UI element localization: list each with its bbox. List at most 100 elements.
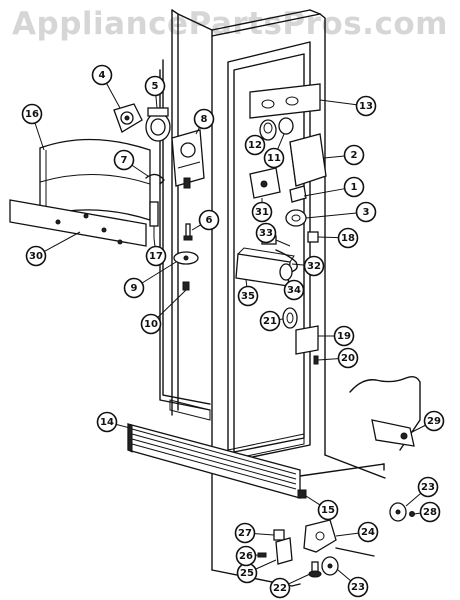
callout-leader-line bbox=[413, 512, 421, 515]
callout-leader-line bbox=[303, 188, 345, 197]
callout-29: 29 bbox=[411, 410, 445, 433]
callout-15: 15 bbox=[305, 495, 339, 521]
callout-leader-line bbox=[106, 83, 121, 109]
callout-leader-line bbox=[245, 279, 248, 287]
callout-circle bbox=[347, 576, 369, 598]
callout-leader-line bbox=[288, 573, 311, 585]
part-12-knob bbox=[259, 119, 277, 141]
callout-number: 17 bbox=[149, 251, 163, 262]
callout-circle bbox=[234, 522, 256, 544]
callout-leader-line bbox=[153, 237, 156, 247]
callout-33: 33 bbox=[255, 222, 277, 244]
callout-leader-line bbox=[255, 559, 277, 570]
callout-leader-line bbox=[191, 224, 202, 231]
callout-number: 22 bbox=[273, 583, 287, 594]
callout-circle bbox=[337, 227, 359, 249]
callout-19: 19 bbox=[318, 325, 355, 347]
callout-leader-line bbox=[44, 231, 81, 252]
part-23-roller-bottom bbox=[321, 556, 339, 576]
callout-leader-line bbox=[131, 164, 149, 177]
callout-circle bbox=[317, 499, 339, 521]
callout-31: 31 bbox=[251, 198, 273, 223]
callout-circle bbox=[251, 201, 273, 223]
callout-number: 10 bbox=[144, 319, 158, 330]
callout-number: 12 bbox=[248, 140, 262, 151]
callout-leader-line bbox=[337, 569, 352, 582]
callout-circle bbox=[337, 347, 359, 369]
callout-number: 28 bbox=[423, 507, 437, 518]
part-17-pin bbox=[149, 201, 159, 238]
callout-circle bbox=[333, 325, 355, 347]
callout-leader-line bbox=[277, 133, 285, 150]
callout-number: 31 bbox=[255, 207, 269, 218]
callout-circle bbox=[357, 521, 379, 543]
part-9-disc bbox=[173, 251, 199, 265]
callout-leader-line bbox=[317, 358, 339, 361]
callout-8: 8 bbox=[193, 108, 215, 135]
callout-circle bbox=[235, 545, 257, 567]
part-26-bracket bbox=[275, 537, 293, 565]
callout-number: 4 bbox=[99, 70, 106, 81]
callout-28: 28 bbox=[413, 501, 441, 523]
callout-34: 34 bbox=[283, 279, 305, 301]
cabinet-corner-detail bbox=[349, 375, 421, 451]
callout-11: 11 bbox=[263, 133, 285, 169]
callout-20: 20 bbox=[317, 347, 359, 369]
part-21-switch bbox=[282, 307, 298, 329]
callout-leader-line bbox=[317, 236, 339, 239]
callout-27: 27 bbox=[234, 522, 275, 544]
callout-number: 25 bbox=[240, 568, 254, 579]
callout-circle bbox=[123, 277, 145, 299]
callout-number: 16 bbox=[25, 109, 39, 120]
callout-leader-line bbox=[195, 127, 200, 135]
callout-5: 5 bbox=[144, 75, 166, 109]
callout-13: 13 bbox=[319, 95, 377, 117]
part-13-panel bbox=[249, 83, 321, 119]
part-35-socket bbox=[279, 263, 293, 281]
callout-circle bbox=[423, 410, 445, 432]
part-15-clip bbox=[297, 489, 307, 499]
part-22-leg bbox=[308, 561, 322, 578]
callout-number: 19 bbox=[337, 331, 351, 342]
callout-35: 35 bbox=[237, 279, 259, 307]
callout-number: 18 bbox=[341, 233, 355, 244]
callout-10: 10 bbox=[140, 289, 187, 335]
callout-circle bbox=[144, 75, 166, 97]
callout-17: 17 bbox=[145, 237, 167, 267]
callout-2: 2 bbox=[323, 144, 365, 166]
cabinet-outline bbox=[159, 9, 386, 587]
callout-circle bbox=[269, 577, 291, 599]
callout-22: 22 bbox=[269, 573, 311, 599]
callout-number: 29 bbox=[427, 416, 441, 427]
callout-circle bbox=[193, 108, 215, 130]
callout-number: 8 bbox=[201, 114, 208, 125]
watermark: AppliancePartsPros.com bbox=[12, 6, 448, 42]
callout-number: 35 bbox=[241, 291, 255, 302]
callout-14: 14 bbox=[96, 411, 131, 433]
callout-number: 3 bbox=[363, 207, 370, 218]
callout-circle bbox=[355, 201, 377, 223]
callout-leader-line bbox=[323, 155, 345, 159]
part-33-wire bbox=[275, 249, 298, 273]
callout-number: 9 bbox=[131, 283, 138, 294]
callout-leader-line bbox=[155, 95, 158, 109]
callout-leader-line bbox=[34, 122, 45, 151]
callout-32: 32 bbox=[291, 255, 325, 277]
part-31-bracket bbox=[9, 199, 147, 247]
callout-9: 9 bbox=[123, 261, 177, 299]
callout-23: 23 bbox=[337, 569, 369, 598]
callout-number: 13 bbox=[359, 101, 373, 112]
part-19-bracket bbox=[295, 325, 319, 355]
part-30-roller bbox=[371, 419, 415, 447]
callout-number: 23 bbox=[351, 582, 365, 593]
callout-leader-line bbox=[254, 533, 275, 536]
callout-circle bbox=[417, 476, 439, 498]
callout-circle bbox=[343, 144, 365, 166]
callout-16: 16 bbox=[21, 103, 45, 151]
callout-12: 12 bbox=[244, 134, 266, 156]
callout-leader-line bbox=[291, 263, 305, 266]
callout-number: 20 bbox=[341, 353, 355, 364]
part-5-motor bbox=[145, 107, 171, 142]
callout-7: 7 bbox=[113, 149, 149, 177]
